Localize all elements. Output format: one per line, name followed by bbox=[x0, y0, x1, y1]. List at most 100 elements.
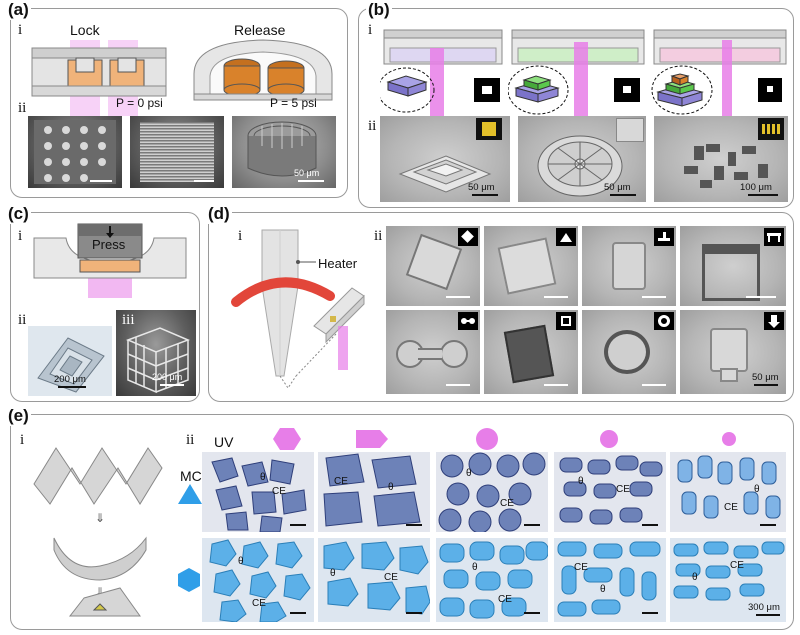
scale-bar bbox=[298, 180, 324, 182]
ce-annotation: CE bbox=[252, 598, 266, 609]
scale-bar bbox=[58, 386, 86, 388]
release-schematic bbox=[193, 39, 333, 101]
panel-c-sub-i: i bbox=[18, 228, 23, 244]
scale-text: 100 μm bbox=[740, 182, 772, 193]
ring-icon bbox=[654, 312, 674, 330]
ce-annotation: CE bbox=[334, 476, 348, 487]
scale-bar bbox=[642, 296, 666, 298]
theta-annotation: θ bbox=[238, 556, 244, 567]
scale-bar bbox=[760, 524, 776, 526]
ce-annotation: CE bbox=[272, 486, 286, 497]
micrograph-hex-circle-large: CE θ bbox=[436, 538, 548, 622]
sem-grooved-cylinder: 50 μm bbox=[232, 116, 336, 188]
scale-bar bbox=[642, 384, 666, 386]
bridge-icon bbox=[764, 228, 784, 246]
scale-bar bbox=[472, 194, 498, 196]
panel-e-sub-ii: ii bbox=[186, 432, 195, 448]
micrograph-tri-circle-small: CE θ bbox=[670, 452, 786, 532]
sem-pyramid: 50 μm bbox=[380, 116, 510, 202]
uv-circle-small-icon bbox=[722, 432, 736, 446]
heater-schematic bbox=[231, 229, 365, 389]
mc-label: MC bbox=[180, 468, 202, 484]
uv-hexagon-icon bbox=[273, 428, 301, 450]
panel-a-sub-ii: ii bbox=[18, 100, 27, 116]
diamond-icon bbox=[458, 228, 478, 246]
panel-c-label: (c) bbox=[6, 204, 31, 224]
scale-bar bbox=[544, 296, 568, 298]
scale-bar bbox=[90, 180, 112, 182]
micrograph-tri-pentagon: CE θ bbox=[318, 452, 430, 532]
panel-d-sub-i: i bbox=[238, 228, 243, 244]
panel-c-sub-ii: ii bbox=[18, 312, 27, 328]
svg-text:⇓: ⇓ bbox=[95, 511, 105, 525]
heater-label: Heater bbox=[318, 256, 358, 271]
uv-circle-medium-icon bbox=[600, 430, 618, 448]
sem-pillar-array bbox=[28, 116, 122, 188]
scale-bar bbox=[160, 384, 184, 386]
micrograph-diamond bbox=[386, 226, 480, 306]
scale-bar bbox=[446, 384, 470, 386]
panel-b-label: (b) bbox=[366, 0, 392, 20]
svg-text:⇓: ⇓ bbox=[95, 585, 105, 599]
micrograph-tri-hex: CE θ bbox=[202, 452, 314, 532]
scale-bar bbox=[524, 524, 540, 526]
press-label: Press bbox=[92, 237, 126, 252]
ce-annotation: CE bbox=[724, 502, 738, 513]
sem-striped-square bbox=[130, 116, 224, 188]
arrow-down-icon bbox=[764, 312, 784, 330]
panel-c-sub-iii: iii bbox=[122, 312, 135, 328]
ce-annotation: CE bbox=[730, 560, 744, 571]
panel-b-sub-i: i bbox=[368, 22, 373, 38]
stage-1-schematic bbox=[380, 29, 503, 116]
scale-text: 200 μm bbox=[152, 372, 183, 382]
scale-bar bbox=[544, 384, 568, 386]
sem-crosses: 100 μm bbox=[654, 116, 788, 202]
micrograph-pyramid: 200 μm bbox=[28, 326, 112, 396]
uv-pentagon-arrow-icon bbox=[356, 430, 388, 448]
scale-bar bbox=[290, 524, 306, 526]
scale-bar bbox=[446, 296, 470, 298]
panel-a-sub-i: i bbox=[18, 22, 23, 38]
scale-text: 200 μm bbox=[54, 374, 86, 385]
micrograph-hex-hex: CE θ bbox=[202, 538, 314, 622]
ce-annotation: CE bbox=[384, 572, 398, 583]
scale-bar bbox=[406, 524, 422, 526]
theta-annotation: θ bbox=[388, 482, 394, 493]
ce-annotation: CE bbox=[500, 498, 514, 509]
theta-annotation: θ bbox=[754, 484, 760, 495]
theta-annotation: θ bbox=[260, 472, 266, 483]
scale-text: 50 μm bbox=[752, 372, 779, 383]
scale-text: 50 μm bbox=[468, 182, 495, 193]
theta-annotation: θ bbox=[578, 476, 584, 487]
micrograph-triangle bbox=[484, 226, 578, 306]
lock-schematic bbox=[31, 40, 167, 116]
micrograph-ring bbox=[582, 310, 676, 394]
block-icon bbox=[556, 312, 576, 330]
scale-bar bbox=[756, 614, 780, 616]
ce-annotation: CE bbox=[616, 484, 630, 495]
uv-circle-large-icon bbox=[476, 428, 498, 450]
scale-bar bbox=[524, 612, 540, 614]
pressure-lock: P = 0 psi bbox=[116, 96, 163, 110]
scale-bar bbox=[754, 384, 778, 386]
scale-bar bbox=[610, 194, 636, 196]
release-label: Release bbox=[234, 22, 286, 38]
fold-schematic: ⇓ ⇓ bbox=[33, 447, 163, 617]
press-schematic bbox=[33, 223, 187, 298]
uv-label: UV bbox=[214, 434, 234, 450]
scale-bar bbox=[642, 612, 658, 614]
panel-e-sub-i: i bbox=[20, 432, 25, 448]
ce-annotation: CE bbox=[574, 562, 588, 573]
scale-bar bbox=[746, 296, 776, 298]
inset-crosses bbox=[758, 118, 784, 140]
micrograph-hex-pentagon: CE θ bbox=[318, 538, 430, 622]
theta-annotation: θ bbox=[692, 572, 698, 583]
micrograph-arrow: 50 μm bbox=[680, 310, 786, 394]
stage-2-schematic bbox=[508, 29, 645, 116]
scale-bar bbox=[406, 612, 422, 614]
scale-bar bbox=[642, 524, 658, 526]
dumbbell-icon bbox=[458, 312, 478, 330]
pressure-release: P = 5 psi bbox=[270, 96, 317, 110]
sem-cube-lattice: 200 μm bbox=[116, 310, 196, 396]
scale-text: 50 μm bbox=[604, 182, 631, 193]
